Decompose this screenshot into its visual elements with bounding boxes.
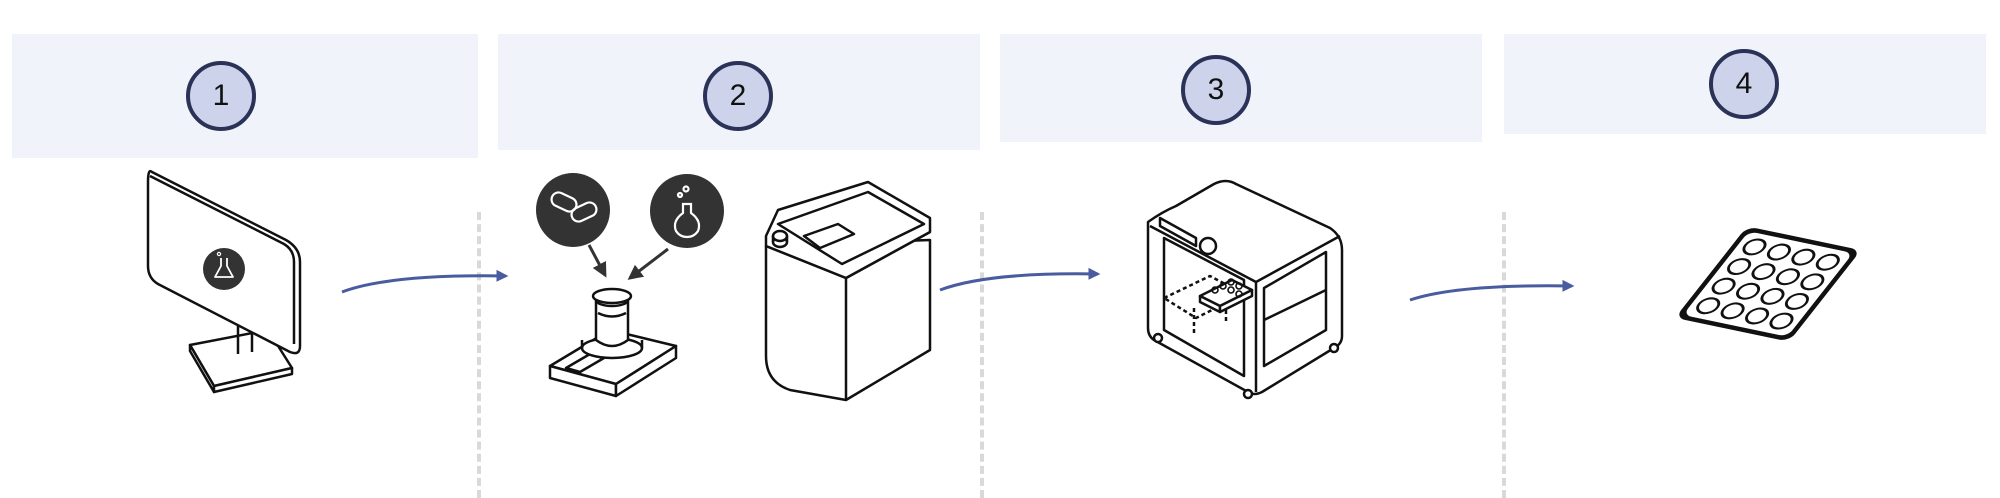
flow-arrow-2 [939,267,1101,292]
divider-2 [980,212,984,498]
divider-3 [1502,212,1506,498]
mixer-machine-icon [764,180,932,402]
monitor-with-flask-icon [146,169,302,394]
3d-printer-icon [1146,179,1344,400]
arrow-flask-to-scale [627,247,669,280]
pills-icon [536,173,610,247]
flow-arrow-1 [341,269,509,294]
step-1-badge: 1 [186,61,256,131]
arrow-pills-to-scale [587,244,607,278]
scale-with-container-icon [548,287,678,398]
step-3-badge: 3 [1181,55,1251,125]
step-4-badge: 4 [1709,49,1779,119]
flow-arrow-3 [1409,279,1575,302]
flask-icon [650,174,724,248]
step-2-badge: 2 [703,61,773,131]
tablet-array-icon [1679,228,1857,340]
divider-1 [477,212,481,498]
